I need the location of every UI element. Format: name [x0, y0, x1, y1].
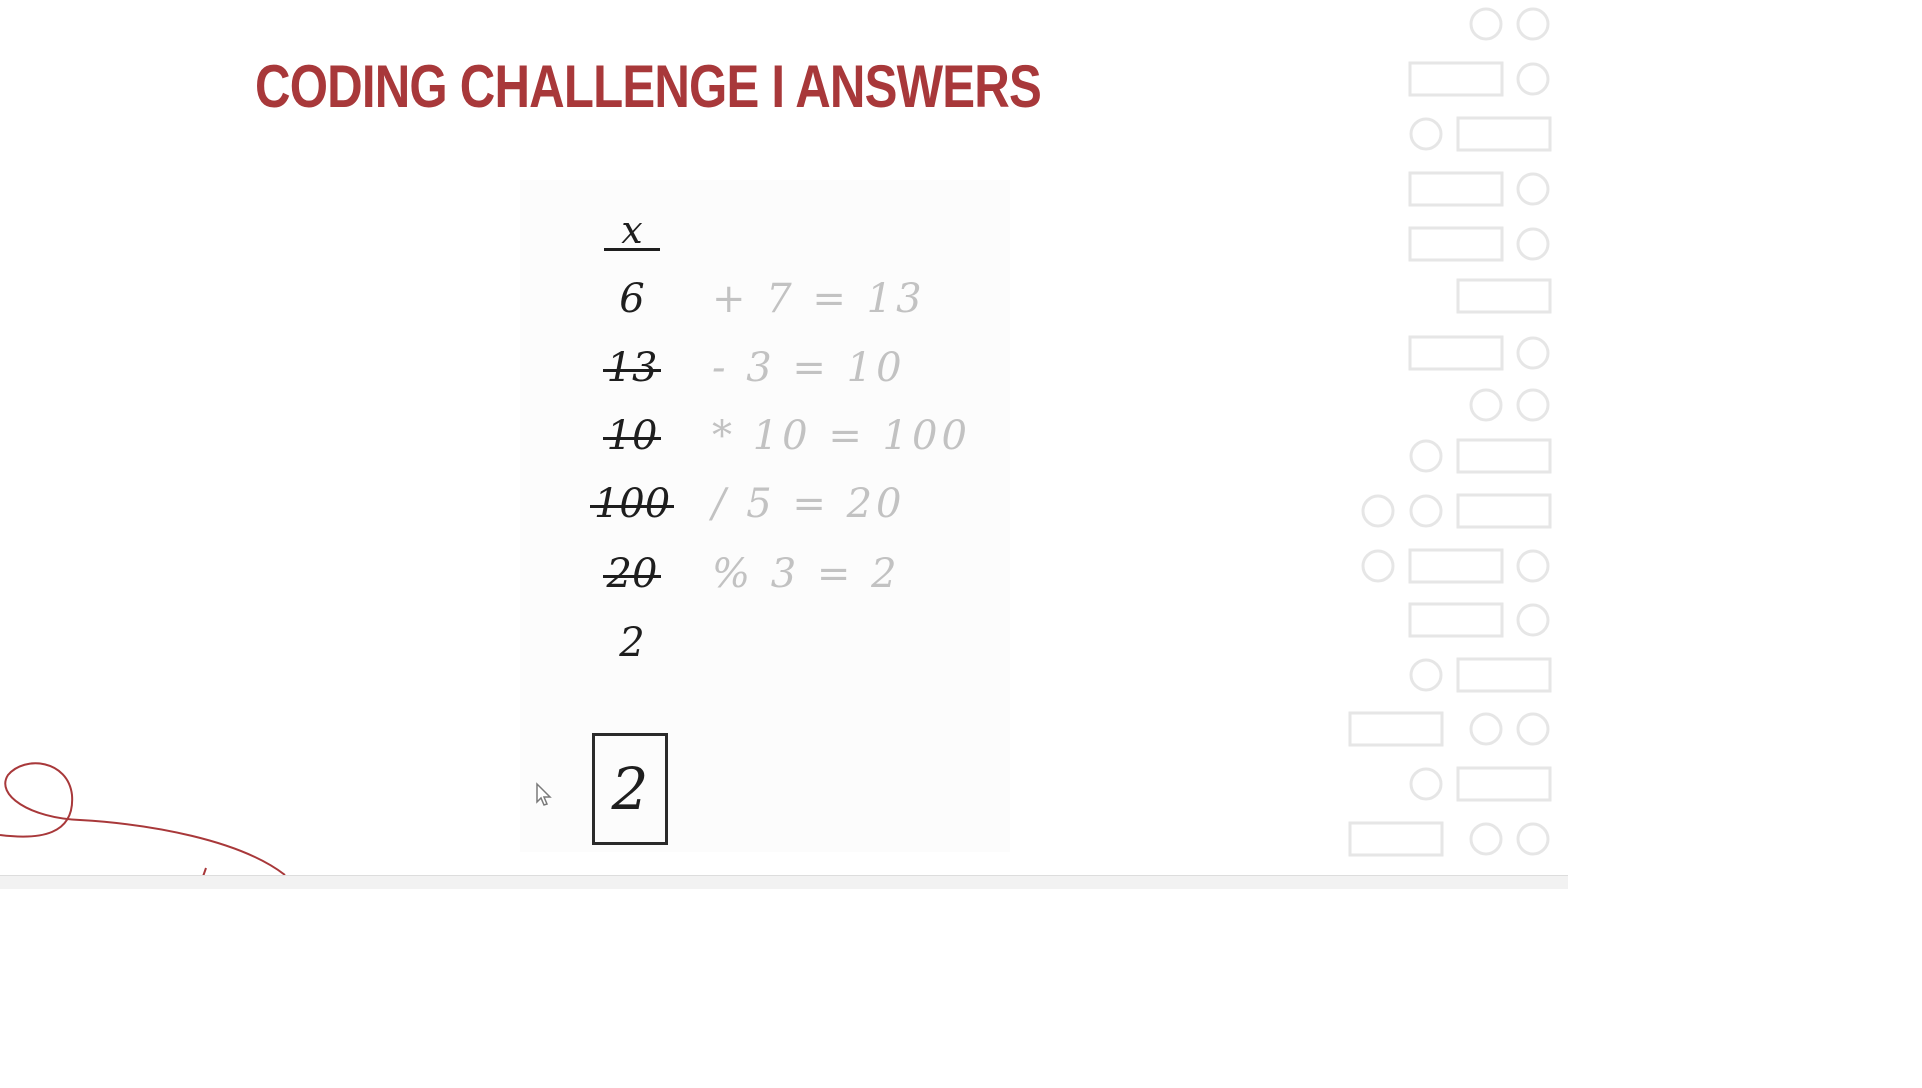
var-value-struck: 10	[602, 413, 662, 459]
operation-row: / 5 = 20	[712, 481, 906, 527]
final-answer-box: 2	[592, 733, 668, 845]
variable-label: x	[621, 208, 643, 252]
operation-row: + 7 = 13	[712, 276, 926, 322]
var-value: 2	[619, 620, 645, 666]
hand-drawn-swirl	[0, 762, 286, 875]
variable-underline	[604, 248, 660, 251]
operation-row: % 3 = 2	[712, 551, 901, 597]
var-value-row: 13	[572, 345, 692, 391]
operation-row: * 10 = 100	[712, 413, 971, 459]
var-value-struck: 13	[602, 345, 662, 391]
var-value: 6	[619, 276, 645, 322]
var-value-struck: 20	[602, 551, 662, 597]
var-value-row: 10	[572, 413, 692, 459]
handwritten-work-image	[520, 180, 1010, 852]
var-value-struck: 100	[589, 481, 675, 527]
var-value-row: 2	[572, 620, 692, 666]
var-value-row: 100	[572, 481, 692, 527]
mouse-pointer-icon	[536, 782, 552, 806]
var-value-row: 6	[572, 276, 692, 322]
var-value-row: 20	[572, 551, 692, 597]
operation-row: - 3 = 10	[712, 345, 906, 391]
slide-title: CODING CHALLENGE I ANSWERS	[255, 53, 1042, 120]
bottom-toolbar-strip	[0, 875, 1568, 889]
decorative-pattern	[1348, 7, 1552, 857]
